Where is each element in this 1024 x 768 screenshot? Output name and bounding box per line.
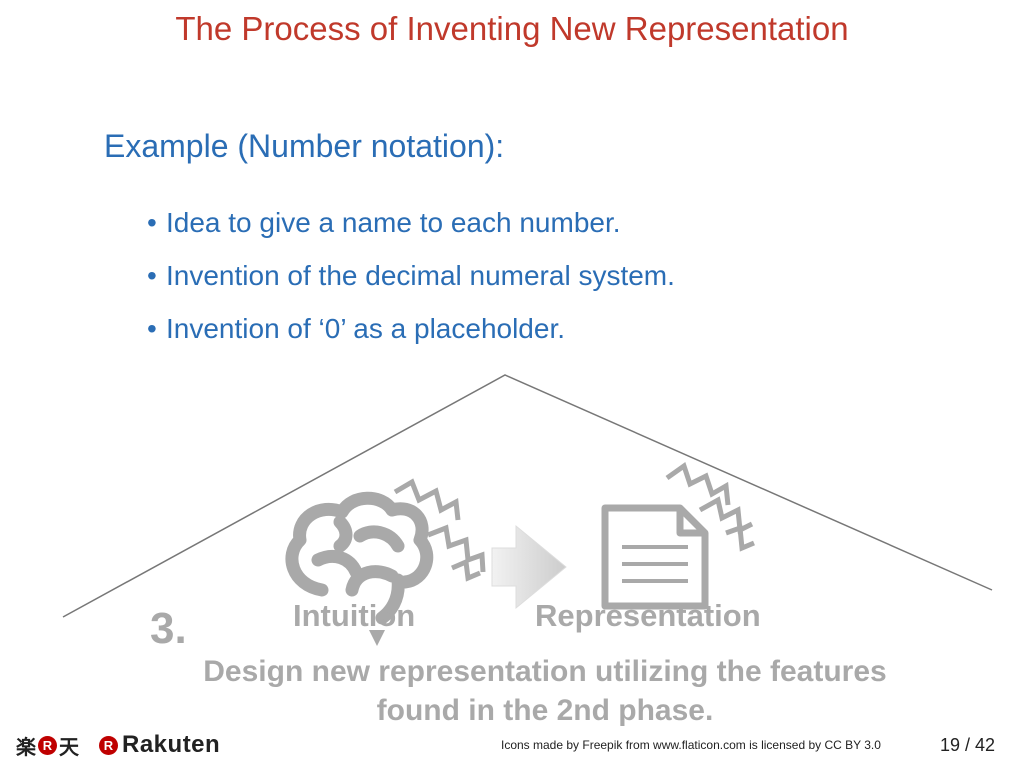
step-number: 3. <box>150 604 187 653</box>
document-icon <box>601 504 709 610</box>
logo-kanji-1: 楽 <box>16 736 36 759</box>
bullet-item: • Invention of ‘0’ as a placeholder. <box>147 309 675 362</box>
bullet-list: • Idea to give a name to each number. • In… <box>147 203 675 362</box>
page-number: 19 / 42 <box>940 735 995 756</box>
logo-wordmark: Rakuten <box>122 731 221 758</box>
intuition-label: Intuition <box>293 598 416 633</box>
description-line: found in the 2nd phase. <box>376 694 714 727</box>
rakuten-logo: 楽 R 天 R Rakuten <box>16 731 220 760</box>
bullet-text: Idea to give a name to each number. <box>166 207 621 238</box>
icon-credit: Icons made by Freepik from www.flaticon.… <box>501 738 881 752</box>
bullet-dot: • <box>147 207 157 238</box>
rakuten-r-icon: R <box>99 735 118 755</box>
zigzag-left <box>393 478 486 582</box>
representation-label: Representation <box>535 598 761 633</box>
brain-icon <box>285 491 434 646</box>
page-total: / 42 <box>965 735 996 755</box>
bullet-dot: • <box>147 313 157 344</box>
roof-outline <box>62 374 993 618</box>
bullet-dot: • <box>147 260 157 291</box>
zigzag-right <box>665 462 755 552</box>
arrow-right-icon <box>491 524 567 610</box>
bullet-item: • Idea to give a name to each number. <box>147 203 675 256</box>
bullet-text: Invention of ‘0’ as a placeholder. <box>166 313 566 344</box>
step-description: Design new representation utilizing the … <box>120 652 970 730</box>
page-current: 19 <box>940 735 961 755</box>
bullet-item: • Invention of the decimal numeral system… <box>147 256 675 309</box>
rakuten-kanji-logo: 楽 R 天 <box>16 731 79 760</box>
description-line: Design new representation utilizing the … <box>203 655 887 688</box>
example-heading: Example (Number notation): <box>104 128 505 164</box>
rakuten-r-icon: R <box>38 735 57 755</box>
rakuten-english-logo: R Rakuten <box>97 731 220 759</box>
logo-kanji-2: 天 <box>59 736 79 759</box>
bullet-text: Invention of the decimal numeral system. <box>166 260 675 291</box>
slide-title: The Process of Inventing New Representat… <box>175 10 849 47</box>
